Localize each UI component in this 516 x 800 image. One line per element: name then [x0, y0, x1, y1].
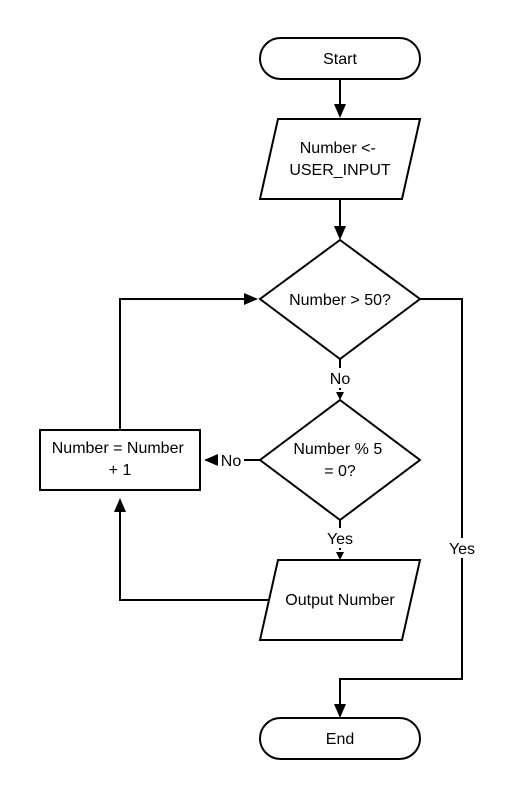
node-decision-gt50: Number > 50?: [258, 238, 422, 361]
arrowhead-increment-loop-to-gt50: [244, 293, 258, 305]
mod5-no-label: No: [221, 453, 242, 470]
increment-label-line-1: Number = Number: [52, 440, 185, 457]
output-label: Output Number: [285, 592, 395, 609]
input-label-line-2: USER_INPUT: [289, 162, 391, 179]
increment-label: Number = Number + 1: [52, 440, 189, 479]
node-start: Start: [259, 37, 421, 80]
node-output: Output Number: [258, 559, 422, 641]
node-increment: Number = Number + 1: [39, 429, 201, 491]
edge-gt50-yes-to-end: [339, 298, 463, 706]
mod5-no-label-bg: [218, 450, 244, 470]
gt50-no-label-bg: [326, 368, 354, 388]
edge-labels: No No Yes Yes: [218, 368, 479, 558]
decision-gt50-label: Number > 50?: [289, 292, 391, 309]
arrowhead-input-to-gt50: [334, 226, 346, 240]
io-output-shape: [258, 559, 422, 641]
terminator-start-shape: [259, 37, 421, 80]
arrowhead-gt50-no-to-mod5: [336, 392, 344, 400]
arrowhead-start-to-input: [334, 104, 346, 118]
connectors: [114, 79, 463, 718]
gt50-yes-label-bg: [445, 538, 479, 558]
input-label-line-1: Number <-: [300, 140, 376, 157]
arrowhead-output-to-increment: [114, 498, 126, 512]
arrowhead-gt50-yes-to-end: [334, 704, 346, 718]
arrowhead-mod5-no-to-increment: [204, 454, 218, 466]
gt50-no-label: No: [330, 371, 351, 388]
mod5-yes-label-bg: [323, 528, 357, 548]
node-end: End: [259, 717, 421, 760]
decision-mod5-label: Number % 5 = 0?: [293, 441, 386, 480]
decision-mod5-shape: [258, 398, 422, 522]
increment-label-line-2: + 1: [109, 462, 132, 479]
arrowhead-mod5-yes-to-output: [336, 552, 344, 560]
terminator-end-shape: [259, 717, 421, 760]
edge-increment-loop-to-gt50: [119, 298, 246, 430]
node-input: Number <- USER_INPUT: [258, 118, 422, 200]
mod5-yes-label: Yes: [327, 531, 353, 548]
gt50-yes-label: Yes: [449, 541, 475, 558]
decision-mod5-label-line-2: = 0?: [324, 463, 356, 480]
start-label: Start: [323, 51, 357, 68]
process-increment-shape: [39, 429, 201, 491]
end-label: End: [326, 731, 354, 748]
io-input-shape: [258, 118, 422, 200]
input-label: Number <- USER_INPUT: [289, 140, 391, 179]
node-decision-mod5: Number % 5 = 0?: [258, 398, 422, 522]
decision-gt50-shape: [258, 238, 422, 361]
decision-mod5-label-line-1: Number % 5: [293, 441, 382, 458]
edge-output-to-increment: [119, 510, 272, 601]
